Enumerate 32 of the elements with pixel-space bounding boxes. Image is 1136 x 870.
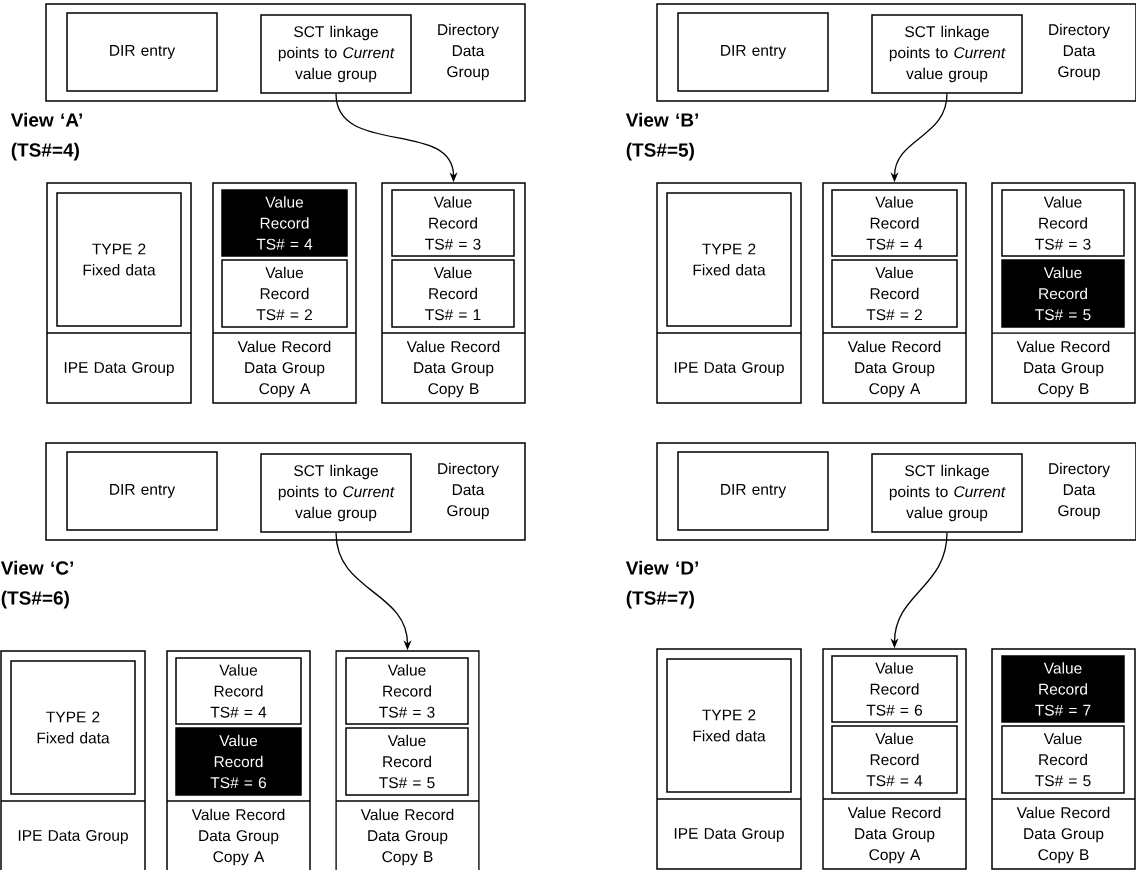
record-box: Value Record TS# = 3 (1001, 189, 1125, 257)
record-box: Value Record TS# = 4 (221, 189, 348, 257)
linkage-box: SCT linkage points to Current value group (260, 453, 412, 533)
entry-box: DIR entry (66, 451, 218, 531)
record-box: Value Record TS# = 7 (1001, 655, 1125, 723)
entry-box: DIR entry (66, 12, 218, 92)
view-label: View ‘A’ (TS#=4) (10, 112, 82, 161)
entry-box: DIR entry (677, 451, 829, 531)
record-box: Value Record TS# = 6 (831, 655, 958, 723)
linkage-box: SCT linkage points to Current value group (260, 14, 412, 94)
linkage-box: SCT linkage points to Current value group (871, 14, 1023, 94)
view-label: View ‘C’ (TS#=6) (0, 560, 74, 609)
record-box: Value Record TS# = 6 (175, 727, 302, 796)
view-label: View ‘B’ (TS#=5) (625, 112, 698, 161)
record-box: Value Record TS# = 2 (221, 259, 348, 328)
linkage-box: SCT linkage points to Current value group (871, 453, 1023, 533)
record-box: Value Record TS# = 4 (831, 189, 958, 257)
record-box: Value Record TS# = 3 (391, 189, 515, 257)
record-box: Value Record TS# = 4 (175, 657, 302, 725)
fixed-data-box: TYPE 2 Fixed data (666, 192, 792, 327)
view-label: View ‘D’ (TS#=7) (625, 560, 698, 609)
record-box: Value Record TS# = 2 (831, 259, 958, 328)
record-box: Value Record TS# = 5 (1001, 259, 1125, 328)
record-box: Value Record TS# = 1 (391, 259, 515, 328)
record-box: Value Record TS# = 5 (345, 727, 469, 796)
fixed-data-box: TYPE 2 Fixed data (10, 660, 136, 795)
record-box: Value Record TS# = 5 (1001, 725, 1125, 794)
record-box: Value Record TS# = 3 (345, 657, 469, 725)
entry-box: DIR entry (677, 12, 829, 92)
fixed-data-box: TYPE 2 Fixed data (666, 658, 792, 793)
record-box: Value Record TS# = 4 (831, 725, 958, 794)
fixed-data-box: TYPE 2 Fixed data (56, 192, 182, 327)
